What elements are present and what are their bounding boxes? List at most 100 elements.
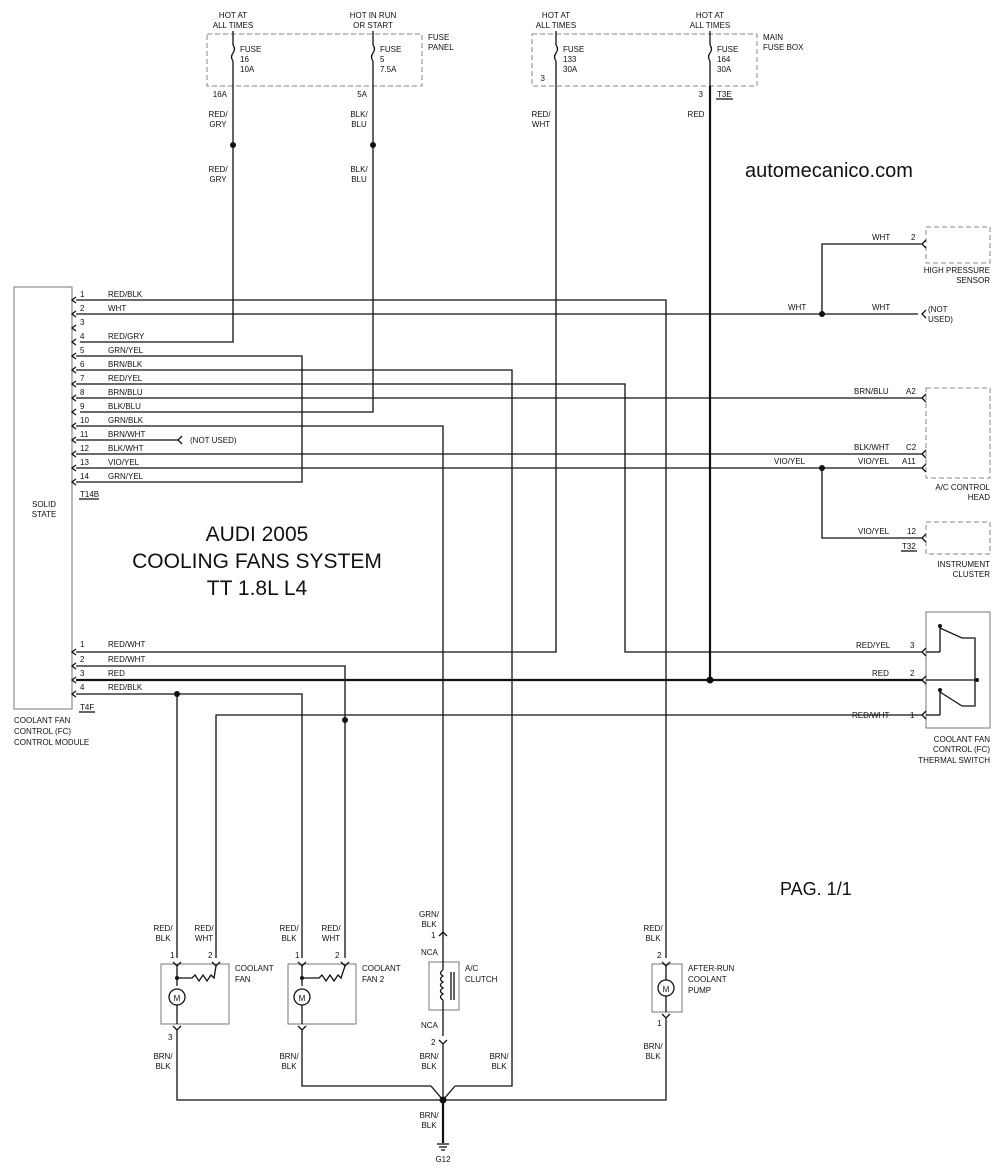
title-line-2: COOLING FANS SYSTEM — [132, 550, 382, 573]
coolant-fan-resistor — [176, 965, 217, 986]
coolant-pump-name-2: COOLANT — [688, 975, 727, 984]
coolant-fan-2-resistor — [301, 965, 346, 986]
t14b-pin-10-wire: GRN/BLK — [108, 416, 144, 425]
fuse-133: HOT AT ALL TIMES FUSE 133 30A 3 RED/ WHT — [531, 11, 584, 129]
coolant-fan-2-pin-left: 1 — [295, 951, 300, 960]
wire-pump-ground — [443, 1018, 667, 1101]
wht-not-used-2: USED) — [928, 315, 953, 324]
coolant-fan-pin-left: 1 — [170, 951, 175, 960]
fuse-5-hot-1: HOT IN RUN — [350, 11, 397, 20]
t4f-pin-3-terminal — [70, 676, 77, 684]
coolant-pump-wire-bottom-1: BRN/ — [643, 1042, 663, 1051]
coolant-fan-wire-left-1: RED/ — [153, 924, 173, 933]
t14b-pin-14-number: 14 — [80, 472, 89, 481]
high-pressure-name-2: SENSOR — [956, 276, 990, 285]
t14b-pin-6-terminal — [70, 366, 77, 374]
ground-wire-1: BRN/ — [419, 1111, 439, 1120]
coolant-pump-box — [651, 963, 683, 1013]
t14b-pin-5-terminal — [70, 352, 77, 360]
fuse-panel-box — [206, 33, 423, 87]
coolant-fan-box — [160, 963, 230, 1025]
coolant-pump: RED/ BLK 2 M AFTER-RUN COOLANT PUMP 1 BR… — [643, 924, 734, 1061]
t14b-pin-9: 9 BLK/BLU — [70, 402, 141, 416]
ac-head-c2-wire: BLK/WHT — [854, 443, 890, 452]
fuse-panel-label: FUSE — [428, 33, 449, 42]
high-pressure-terminal — [921, 239, 927, 249]
control-module-name-3: CONTROL MODULE — [14, 738, 89, 747]
ground-icon — [437, 1143, 449, 1151]
coolant-fan-2-ground-1: BRN/ — [279, 1052, 299, 1061]
coolant-fan-pin-bottom: 3 — [168, 1033, 173, 1042]
thermal-pin-2-terminal — [921, 675, 927, 685]
wht-splice-left-label: WHT — [788, 303, 806, 312]
page-label: PAG. 1/1 — [780, 879, 852, 899]
ac-clutch-name-2: CLUTCH — [465, 975, 498, 984]
cluster-name-2: CLUSTER — [953, 570, 991, 579]
fuse-164-line-2: 164 — [717, 55, 731, 64]
t14b-pin-1-terminal — [70, 296, 77, 304]
wire-high-pressure-wht — [821, 243, 922, 314]
fuse-5-line-2: 5 — [380, 55, 385, 64]
fuse-16: HOT AT ALL TIMES FUSE 16 10A 16A RED/ GR… — [208, 11, 261, 184]
ac-control-head-box — [925, 387, 991, 479]
coolant-pump-name-3: PUMP — [688, 986, 711, 995]
coolant-fan-name-1: COOLANT — [235, 964, 274, 973]
title-line-1: AUDI 2005 — [206, 523, 309, 546]
t14b-pin-9-wire: BLK/BLU — [108, 402, 141, 411]
coolant-pump-name-1: AFTER-RUN — [688, 964, 734, 973]
t14b-pin-9-number: 9 — [80, 402, 85, 411]
fuse-16-wire-bottom-1: RED/ — [208, 165, 228, 174]
t14b-pin-2-number: 2 — [80, 304, 85, 313]
t14b-pin-9-terminal — [70, 408, 77, 416]
t14b-pin-7-wire: RED/YEL — [108, 374, 143, 383]
wire-fan2-ground — [301, 1030, 431, 1087]
t14b-pin-3: 3 — [70, 318, 85, 332]
t14b-pin-6-number: 6 — [80, 360, 85, 369]
t14b-pin-8: 8 BRN/BLU — [70, 388, 143, 402]
ground-wire-2: BLK — [421, 1121, 437, 1130]
wht-splice-right-label: WHT — [872, 303, 890, 312]
splice-blk-blu — [370, 142, 376, 148]
coolant-fan: RED/ BLK RED/ WHT 1 2 M COOLANT FAN 3 BR… — [153, 924, 273, 1071]
fuse-5-pin: 5A — [357, 90, 367, 99]
cluster-connector: T32 — [902, 542, 916, 551]
t14b-pin-1: 1 RED/BLK — [70, 290, 143, 304]
t4f-pin-4: 4 RED/BLK — [70, 683, 143, 698]
coolant-fan-2-box — [287, 963, 357, 1025]
t14b-pin-2-wire: WHT — [108, 304, 126, 313]
ground-brn-blk-right-1: BRN/ — [489, 1052, 509, 1061]
wire-thermal-1-red-wht — [215, 714, 922, 958]
fuse-16-line-3: 10A — [240, 65, 255, 74]
cluster-pin: 12 — [907, 527, 916, 536]
title-line-3: TT 1.8L L4 — [207, 577, 308, 600]
thermal-pin-3-terminal — [921, 647, 927, 657]
t14b-pin-14-wire: GRN/YEL — [108, 472, 144, 481]
fuse-133-wire-2: WHT — [532, 120, 550, 129]
t14b-pin-12-wire: BLK/WHT — [108, 444, 144, 453]
main-fuse-box — [531, 33, 758, 87]
ac-clutch-name-1: A/C — [465, 964, 479, 973]
t4f-pin-3: 3 RED — [70, 669, 125, 684]
fuse-164: HOT AT ALL TIMES FUSE 164 30A 3 T3E RED — [688, 11, 739, 119]
coolant-pump-motor-m: M — [663, 985, 670, 994]
t14b-pin-1-number: 1 — [80, 290, 85, 299]
fuse-133-line-3: 30A — [563, 65, 578, 74]
t4f-pin-4-number: 4 — [80, 683, 85, 692]
fuse-16-wire-top-1: RED/ — [208, 110, 228, 119]
wire-fan1-ground — [176, 1030, 443, 1101]
fuse-16-symbol — [230, 44, 236, 62]
coolant-fan-wire-right-2: WHT — [195, 934, 213, 943]
high-pressure-wire: WHT — [872, 233, 890, 242]
coolant-pump-wire-top-1: RED/ — [643, 924, 663, 933]
t14b-pin-13-wire: VIO/YEL — [108, 458, 140, 467]
ac-clutch-wire-top-1: GRN/ — [419, 910, 440, 919]
thermal-pin-3-number: 3 — [910, 641, 915, 650]
t4f-pin-2-wire: RED/WHT — [108, 655, 145, 664]
cluster-terminal — [921, 533, 927, 543]
t14b-pin-5-wire: GRN/YEL — [108, 346, 144, 355]
t14b-11-not-used-terminal — [177, 435, 183, 445]
t14b-pin-6-wire: BRN/BLK — [108, 360, 143, 369]
wire-red-gry — [80, 86, 234, 343]
control-module-inner-2: STATE — [32, 510, 57, 519]
coolant-fan-2-wire-left-2: BLK — [281, 934, 297, 943]
